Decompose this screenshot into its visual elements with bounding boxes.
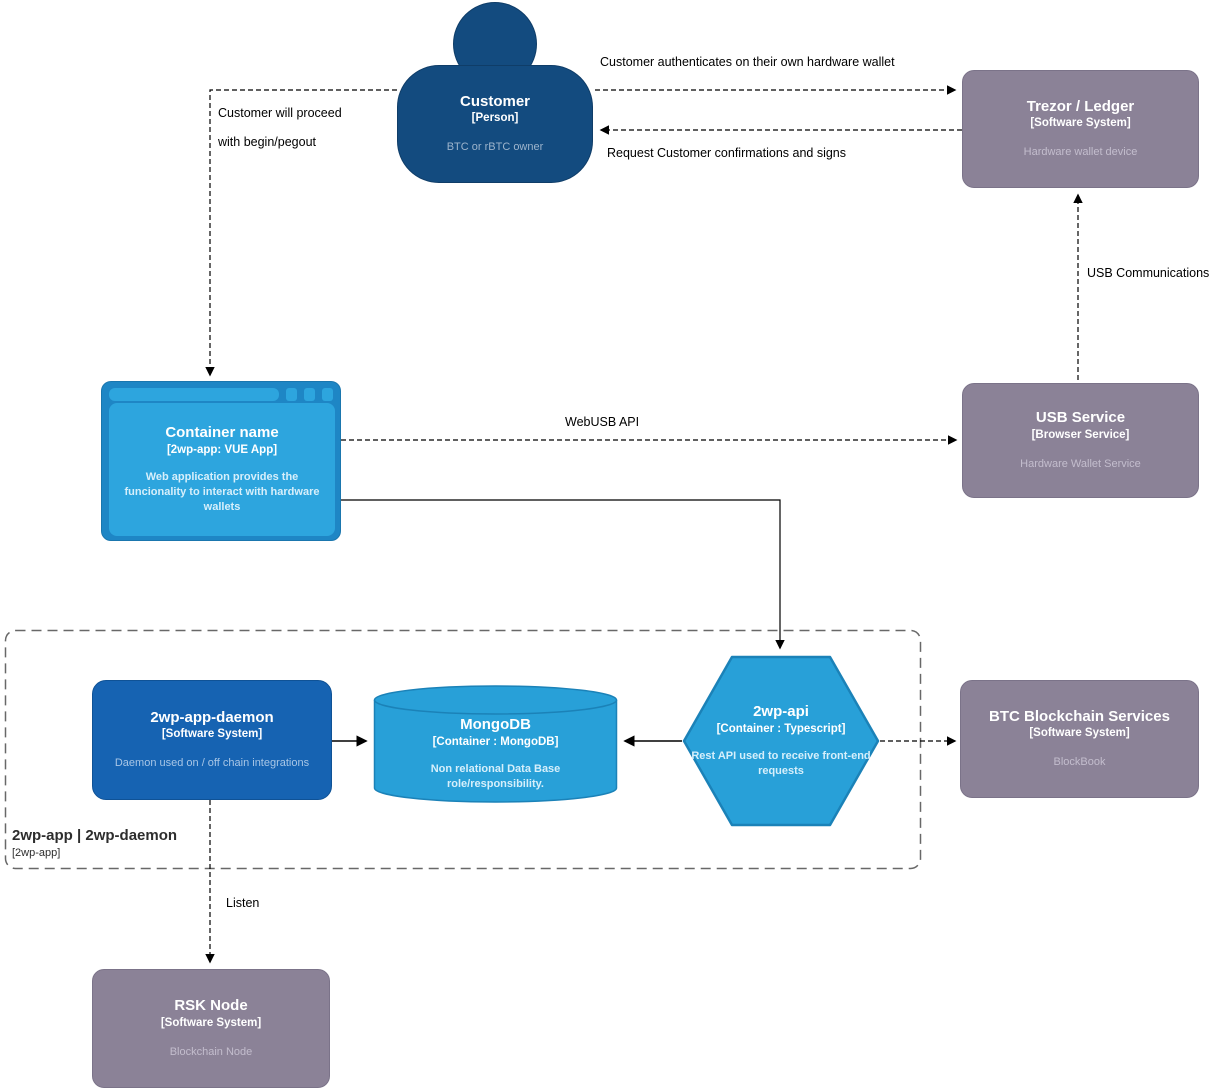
node-subtitle: [Software System] <box>160 1016 262 1029</box>
node-trezor-ledger: Trezor / Ledger [Software System] Hardwa… <box>962 70 1199 188</box>
node-title: MongoDB <box>460 716 531 733</box>
browser-window-button <box>322 388 333 401</box>
boundary-title: 2wp-app | 2wp-daemon <box>12 827 178 844</box>
node-subtitle: [Software System] <box>1029 727 1130 740</box>
node-description: Blockchain Node <box>169 1045 253 1058</box>
browser-chrome-bar <box>102 382 340 403</box>
mongodb-text: MongoDB [Container : MongoDB] Non relati… <box>373 716 618 791</box>
node-description: Hardware wallet device <box>1023 146 1138 159</box>
node-title: Trezor / Ledger <box>1026 97 1135 115</box>
browser-window-button <box>286 388 297 401</box>
edge-label-confirm: Request Customer confirmations and signs <box>607 146 847 160</box>
edge-webapp-api <box>341 499 785 650</box>
node-rsk-node: RSK Node [Software System] Blockchain No… <box>92 969 330 1088</box>
edge-label-webusb: WebUSB API <box>565 415 640 429</box>
node-title: BTC Blockchain Services <box>989 707 1170 725</box>
browser-window-button <box>304 388 315 401</box>
node-description: Non relational Data Base role/responsibi… <box>430 762 561 790</box>
edge-proceed <box>205 89 397 377</box>
node-customer: Customer [Person] BTC or rBTC owner <box>397 65 593 183</box>
node-mongodb: MongoDB [Container : MongoDB] Non relati… <box>373 684 618 804</box>
node-description: Hardware Wallet Service <box>1020 457 1141 470</box>
node-webapp-container: Container name [2wp-app: VUE App] Web ap… <box>101 381 341 541</box>
node-title: Container name <box>165 424 279 442</box>
node-subtitle: [Software System] <box>1030 117 1131 130</box>
node-subtitle: [Person] <box>471 112 519 125</box>
node-description: Rest API used to receive front-end reque… <box>691 749 871 777</box>
edge-label-proceed-line1: Customer will proceed <box>218 106 342 120</box>
browser-address-bar <box>109 388 279 401</box>
node-description: Daemon used on / off chain integrations <box>114 757 310 770</box>
node-subtitle: [2wp-app: VUE App] <box>166 444 278 457</box>
node-btc-blockchain-services: BTC Blockchain Services [Software System… <box>960 680 1199 798</box>
node-title: USB Service <box>1035 409 1126 427</box>
boundary-subtitle: [2wp-app] <box>12 847 61 859</box>
node-subtitle: [Software System] <box>161 728 263 741</box>
node-2wp-app-daemon: 2wp-app-daemon [Software System] Daemon … <box>92 680 332 800</box>
node-description: BTC or rBTC owner <box>446 141 544 154</box>
node-title: RSK Node <box>174 997 248 1015</box>
edge-label-auth: Customer authenticates on their own hard… <box>600 55 895 69</box>
node-subtitle: [Container : Typescript] <box>716 722 846 735</box>
node-title: 2wp-app-daemon <box>150 708 274 726</box>
node-title: 2wp-api <box>753 703 809 720</box>
webapp-content: Container name [2wp-app: VUE App] Web ap… <box>109 403 335 536</box>
node-subtitle: [Browser Service] <box>1031 428 1130 441</box>
edge-label-listen: Listen <box>226 896 260 910</box>
node-subtitle: [Container : MongoDB] <box>432 735 559 748</box>
node-title: Customer <box>459 92 530 110</box>
node-usb-service: USB Service [Browser Service] Hardware W… <box>962 383 1199 498</box>
node-description: BlockBook <box>1053 756 1106 769</box>
edge-label-usb-communications: USB Communications <box>1087 266 1210 280</box>
edge-label-proceed-line2: with begin/pegout <box>218 135 316 149</box>
node-2wp-api: 2wp-api [Container : Typescript] Rest AP… <box>682 655 880 827</box>
node-description: Web application provides the funcionalit… <box>124 471 320 513</box>
api-text: 2wp-api [Container : Typescript] Rest AP… <box>682 703 880 778</box>
